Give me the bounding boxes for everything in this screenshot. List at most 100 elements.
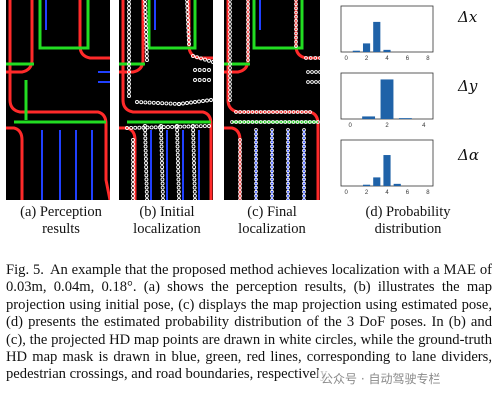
map-point [267, 120, 271, 124]
histogram-bar-3 [373, 177, 381, 186]
map-point [176, 169, 181, 174]
map-point [270, 128, 274, 132]
map-point [286, 148, 290, 153]
map-point [157, 125, 162, 130]
map-point [144, 165, 149, 170]
map-point [275, 110, 279, 114]
map-point [270, 169, 274, 174]
map-point [193, 198, 197, 200]
map-point [270, 165, 274, 169]
map-point [287, 110, 292, 114]
map-point [159, 136, 164, 141]
map-point [209, 98, 213, 102]
map-point [160, 169, 165, 174]
map-point [302, 128, 306, 132]
map-point [144, 50, 149, 54]
map-point [186, 26, 191, 30]
map-point [306, 70, 310, 74]
map-point [238, 158, 242, 162]
map-point [144, 34, 149, 38]
map-point [242, 110, 247, 114]
map-point [286, 128, 290, 132]
map-point [287, 120, 292, 124]
map-point [228, 10, 232, 14]
map-point [198, 124, 203, 129]
map-point [129, 125, 134, 130]
map-point [177, 102, 181, 106]
map-point [164, 101, 169, 106]
map-point [228, 38, 232, 42]
histogram-bar-4 [383, 49, 391, 52]
map-point [186, 38, 191, 42]
histogram-bar-2 [362, 43, 371, 52]
map-point [313, 56, 318, 60]
map-point [228, 98, 232, 102]
map-point [246, 18, 250, 22]
histogram-x-tick-label: 2 [385, 123, 389, 129]
figure-caption: Fig. 5.An example that the proposed meth… [6, 262, 492, 384]
map-point [159, 144, 164, 149]
map-point [127, 22, 131, 26]
map-point [191, 156, 196, 161]
map-point [159, 148, 164, 153]
figure-caption-text: An example that the proposed method achi… [6, 262, 492, 383]
map-point [267, 110, 271, 114]
map-point [254, 144, 258, 149]
map-point [295, 110, 300, 114]
map-point [302, 169, 306, 174]
map-point [160, 161, 164, 165]
map-point [191, 144, 196, 149]
map-point [286, 198, 290, 200]
map-point [144, 161, 148, 165]
map-point [246, 46, 250, 50]
map-point [302, 185, 306, 190]
map-point [143, 132, 148, 137]
map-point [176, 193, 181, 198]
map-point [131, 190, 135, 194]
map-point [175, 152, 180, 157]
map-point [238, 198, 242, 200]
map-point [193, 78, 197, 82]
map-point [314, 70, 318, 74]
map-point [254, 189, 258, 194]
map-point [131, 166, 135, 170]
map-point [131, 182, 135, 186]
map-point [228, 34, 232, 38]
map-point [144, 38, 149, 42]
map-point [306, 80, 310, 84]
map-point [271, 120, 275, 124]
map-point [228, 58, 232, 62]
map-point [228, 62, 232, 66]
map-point [131, 162, 135, 166]
map-point [197, 99, 201, 104]
map-point [242, 120, 247, 124]
map-point [238, 110, 242, 114]
map-point [202, 124, 207, 129]
map-point [283, 110, 288, 114]
map-point [286, 173, 290, 178]
map-point [271, 110, 275, 114]
map-point [228, 74, 232, 78]
map-point [131, 138, 135, 142]
map-point [185, 2, 190, 6]
map-point [194, 124, 199, 129]
map-point [175, 136, 180, 141]
map-point [127, 82, 131, 86]
map-point [238, 142, 242, 146]
map-point [246, 10, 250, 14]
map-point [238, 194, 242, 198]
map-point [254, 140, 258, 145]
map-point [228, 86, 232, 90]
map-point [160, 193, 165, 198]
subcaption-a: (a) Perception results [20, 204, 102, 237]
map-point [228, 54, 232, 58]
map-point [304, 110, 308, 114]
map-point [127, 6, 131, 10]
map-point [185, 14, 190, 18]
map-point [228, 0, 232, 2]
map-point [131, 178, 135, 182]
map-point [299, 110, 304, 114]
map-point [175, 128, 180, 133]
map-point [144, 46, 149, 50]
map-point [228, 70, 232, 74]
